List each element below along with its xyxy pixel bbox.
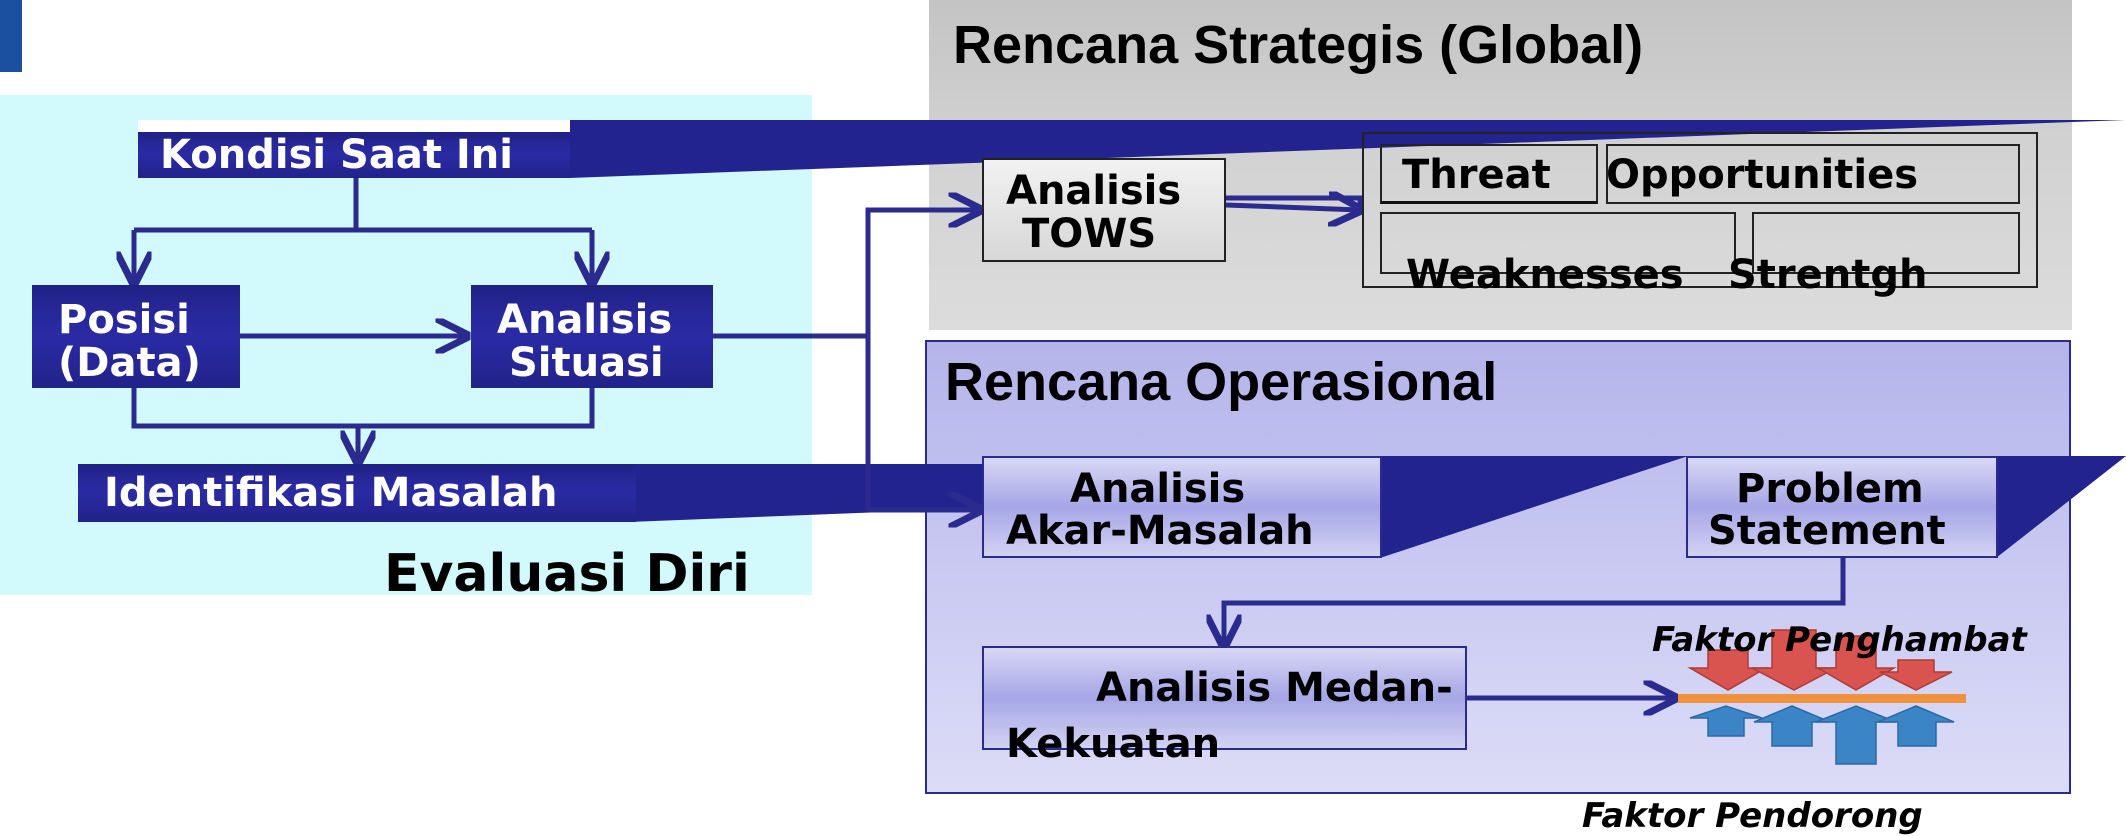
- problem-identification-callout-wedge: [630, 464, 985, 522]
- problem-statement-box: Problem Statement: [1686, 456, 1998, 558]
- weaknesses-label: Weaknesses: [1406, 252, 1684, 298]
- current-condition-box: Kondisi Saat Ini: [138, 120, 570, 178]
- position-label-line1: Posisi: [58, 297, 190, 343]
- force-field-label-line1: Analisis Medan-: [1096, 665, 1453, 711]
- corner-accent-bar: [0, 0, 22, 72]
- threat-cell: [1380, 144, 1598, 204]
- problem-statement-callout-wedge: [1996, 456, 2126, 558]
- tows-matrix: [1362, 132, 2038, 288]
- problem-identification-box: Identifikasi Masalah: [78, 464, 636, 522]
- force-field-graphic: [1678, 629, 1966, 765]
- problem-statement-label-line2: Statement: [1708, 508, 1946, 554]
- tows-to-matrix-arrow-head: [1225, 205, 1360, 210]
- position-label-line2: (Data): [58, 340, 201, 386]
- to-tows-arrow: [865, 210, 980, 510]
- problem-statement-down-line: [1224, 558, 1846, 646]
- force-balance-line: [1678, 694, 1966, 703]
- root-cause-callout-wedge: [1380, 456, 1688, 558]
- strategic-title: Rencana Strategis (Global): [953, 15, 1644, 75]
- root-cause-analysis-box: Analisis Akar-Masalah: [982, 456, 1382, 558]
- tows-analysis-label-line1: Analisis: [1006, 168, 1182, 214]
- root-cause-label-line1: Analisis: [1070, 466, 1246, 512]
- current-condition-label: Kondisi Saat Ini: [160, 132, 513, 178]
- strength-label: Strentgh: [1728, 252, 1928, 298]
- driving-up-arrows-icon: [1689, 705, 1955, 765]
- merge-line: [131, 388, 595, 429]
- force-field-label-line2: Kekuatan: [1006, 721, 1221, 767]
- opportunities-label: Opportunities: [1606, 152, 1919, 198]
- situation-analysis-label-line1: Analisis: [497, 297, 673, 343]
- current-condition-callout-wedge: [570, 120, 2126, 178]
- weaknesses-cell: [1380, 212, 1736, 274]
- problem-statement-label-line1: Problem: [1736, 466, 1924, 512]
- threat-label: Threat: [1402, 152, 1551, 198]
- driving-factors-label: Faktor Pendorong: [1582, 796, 1923, 836]
- restraining-factors-label: Faktor Penghambat: [1652, 620, 2027, 660]
- tows-analysis-box: Analisis TOWS: [982, 158, 1226, 262]
- tows-analysis-label-line2: TOWS: [1022, 211, 1157, 257]
- situation-analysis-label-line2: Situasi: [509, 340, 664, 386]
- evaluation-title: Evaluasi Diri: [384, 544, 750, 604]
- position-box: Posisi (Data): [32, 285, 240, 388]
- problem-identification-label: Identifikasi Masalah: [104, 470, 558, 516]
- opportunities-cell: [1606, 144, 2020, 204]
- root-cause-label-line2: Akar-Masalah: [1006, 508, 1314, 554]
- strength-cell: [1752, 212, 2020, 274]
- situation-analysis-box: Analisis Situasi: [471, 285, 713, 388]
- force-field-analysis-box: Analisis Medan- Kekuatan: [982, 646, 1467, 767]
- restraining-down-arrows-icon: [1687, 629, 1953, 691]
- operational-title: Rencana Operasional: [945, 352, 1498, 412]
